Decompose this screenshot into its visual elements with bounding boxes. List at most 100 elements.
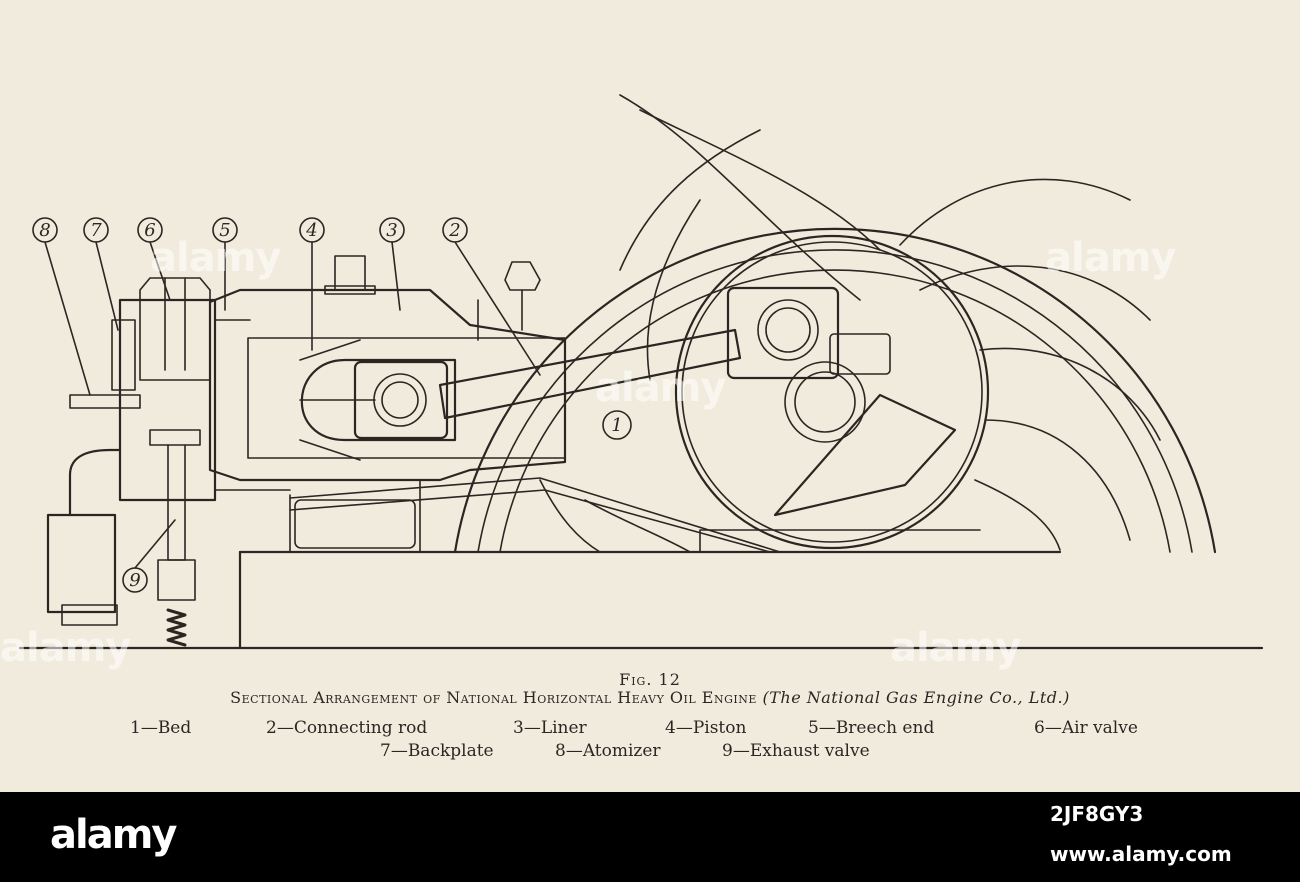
bed-frame-line [289,477,781,553]
legend-item-breech-end: 5—Breech end [808,718,935,738]
brand-logo: alamy [50,812,177,858]
flywheel-spoke [539,479,601,553]
watermark-logo: alamy [0,625,131,671]
breech-end [46,277,291,647]
callout-7-label: 7 [90,220,102,241]
flywheel-spoke [619,129,761,271]
watermark-logo: alamy [1045,235,1176,281]
cylinder-top-flange [324,285,376,295]
watermark-bar [0,792,1300,882]
leader-2 [454,241,541,376]
watermark-logo: alamy [890,625,1021,671]
flywheel-spoke [899,178,1131,246]
callout-3: 3 [379,217,405,243]
exhaust-valve-stem [167,444,186,561]
exhaust-valve-head [149,429,201,446]
flywheel-rim-line [499,269,1171,553]
leader-7 [95,241,119,331]
flywheel-spoke [984,419,1131,541]
gudgeon-pin-inner [381,381,419,419]
bed-sump [294,499,416,549]
callout-4-label: 4 [305,220,317,241]
flywheel-spoke [619,94,861,301]
bed-rail [699,529,981,553]
callout-2: 2 [442,217,468,243]
exhaust-valve-spring [166,608,187,647]
legend-item-backplate: 7—Backplate [380,741,494,761]
leader-lines [44,241,541,569]
bed-frame-line-inner [289,489,771,553]
bed-ribs [289,479,421,553]
exhaust-elbow [68,448,122,517]
flywheel-spoke [974,479,1061,551]
figure-title: Sectional Arrangement of National Horizo… [0,688,1300,707]
flywheel [453,94,1217,554]
cylinder-top-fitting [334,255,366,291]
callout-5: 5 [212,217,238,243]
callout-5-label: 5 [219,220,230,241]
image-id-label: 2JF8GY3 [1050,802,1144,826]
cylinder-liner [247,337,566,459]
legend-item-exhaust-valve: 9—Exhaust valve [722,741,870,761]
crank-disc [674,234,990,550]
flywheel-spoke [919,265,1151,321]
callout-1: 1 [602,410,632,440]
crankshaft-bore [794,371,856,433]
flywheel-spoke [979,347,1161,441]
callouts: 8 7 6 5 4 3 2 9 [32,217,632,593]
callout-9: 9 [122,567,148,593]
watermark-logo: alamy [150,235,281,281]
crankshaft [784,361,866,443]
breech-bolts [214,319,291,491]
figure-title-credit: (The National Gas Engine Co., Ltd.) [762,688,1070,707]
legend-item-atomizer: 8—Atomizer [555,741,661,761]
cylinder-jacket [208,288,567,482]
exhaust-box [46,513,117,614]
callout-6-label: 6 [144,220,155,241]
counterweight [773,393,957,517]
figure-number: Fig. 12 [619,670,681,689]
main-bearing-cap [829,333,891,375]
callout-9-label: 9 [129,570,140,591]
site-url-label: www.alamy.com [1050,842,1232,866]
big-end-block [726,286,840,380]
callout-6: 6 [137,217,163,243]
legend-row-2: 7—Backplate 8—Atomizer 9—Exhaust valve [0,741,1300,765]
backplate [111,319,136,391]
flywheel-inner-rim [477,249,1193,553]
legend-item-connecting-rod: 2—Connecting rod [266,718,428,738]
flywheel-outer-rim [453,227,1217,554]
callout-2-label: 2 [448,220,460,241]
exhaust-valve-guide [157,559,196,601]
flywheel-spoke [584,499,691,553]
crank-pin [757,299,819,361]
callout-4: 4 [299,217,325,243]
callout-7: 7 [83,217,109,243]
air-valve-stem [164,277,186,371]
lubricator [504,261,541,291]
cylinder-assembly [208,255,742,482]
breech-body [118,298,217,502]
legend-row-1: 1—Bed 2—Connecting rod 3—Liner 4—Piston … [0,718,1300,742]
flywheel-spoke [639,109,881,251]
leader-8 [44,241,91,396]
crank-disc-inner [681,241,983,543]
figure-title-main: Sectional Arrangement of National Horizo… [230,688,757,707]
legend-item-liner: 3—Liner [513,718,587,738]
leader-9 [134,519,176,569]
callout-8: 8 [32,217,58,243]
legend-item-bed: 1—Bed [130,718,192,738]
legend-item-piston: 4—Piston [665,718,747,738]
callout-1-label: 1 [611,415,622,436]
watermark-logo: alamy [595,365,726,411]
exhaust-flange [61,604,118,626]
atomizer [69,394,141,409]
leader-3 [391,241,401,311]
air-valve-housing [139,277,211,381]
engine-bed [18,477,1264,650]
leader-6 [149,241,171,301]
piston-rings [299,339,361,461]
piston [300,358,457,442]
engine-section-drawing: 8 7 6 5 4 3 2 9 [18,94,1264,650]
crank-pin-inner [765,307,811,353]
